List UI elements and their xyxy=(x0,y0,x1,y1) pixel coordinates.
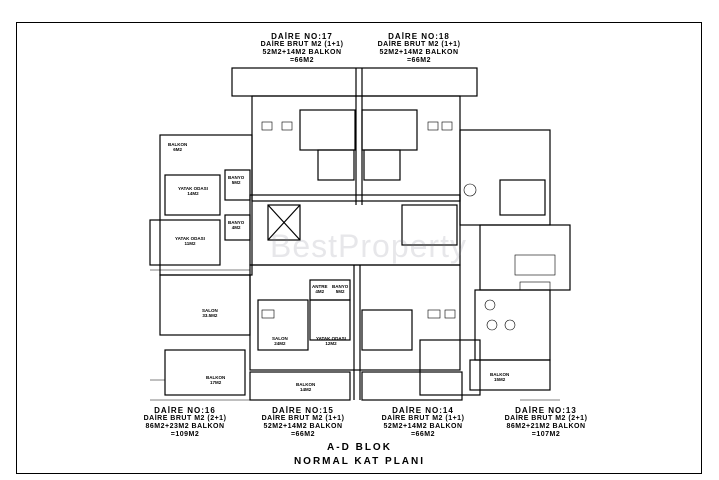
unit-17-total: =66M2 xyxy=(289,57,315,65)
unit-18-no: DAİRE NO:18 xyxy=(388,32,450,41)
room-area: 15M2 xyxy=(493,377,506,383)
unit-18-total: =66M2 xyxy=(406,57,432,65)
room-area: 24M2 xyxy=(274,341,286,347)
room-area: 33.5M2 xyxy=(202,313,218,319)
unit-14-label: DAİRE NO:14 DAİRE BRUT M2 (1+1) 52M2+14M… xyxy=(368,406,478,439)
unit-15-area: 52M2+14M2 BALKON xyxy=(263,423,343,431)
unit-17-no: DAİRE NO:17 xyxy=(271,32,333,41)
unit-13-total: =107M2 xyxy=(531,431,561,439)
unit-14-brut: DAİRE BRUT M2 (1+1) xyxy=(381,415,465,423)
room-name: YATAK ODASI xyxy=(178,186,208,191)
unit-18-brut: DAİRE BRUT M2 (1+1) xyxy=(377,41,461,49)
plan-title-floor: NORMAL KAT PLANI xyxy=(293,456,426,467)
unit-13-label: DAİRE NO:13 DAİRE BRUT M2 (2+1) 86M2+21M… xyxy=(490,406,602,439)
unit-17-brut: DAİRE BRUT M2 (1+1) xyxy=(260,41,344,49)
room-name: SALON xyxy=(272,336,288,341)
unit-15-total: =66M2 xyxy=(290,431,316,439)
room-area: 5M2 xyxy=(335,289,345,295)
unit-13-brut: DAİRE BRUT M2 (2+1) xyxy=(504,415,588,423)
room-name: BANYO xyxy=(332,284,349,289)
room-area: 6M2 xyxy=(173,147,182,153)
room-name: YATAK ODASI xyxy=(175,236,205,241)
unit-15-label: DAİRE NO:15 DAİRE BRUT M2 (1+1) 52M2+14M… xyxy=(248,406,358,439)
room-area: 11M2 xyxy=(184,241,196,247)
room-name: BALKON xyxy=(206,375,226,380)
unit-16-area: 86M2+23M2 BALKON xyxy=(145,423,225,431)
room-name: ANTRE xyxy=(312,284,328,289)
room-area: 14M2 xyxy=(299,387,312,393)
room-name: YATAK ODASI xyxy=(316,336,346,341)
unit-16-label: DAİRE NO:16 DAİRE BRUT M2 (2+1) 86M2+23M… xyxy=(130,406,240,439)
unit-16-no: DAİRE NO:16 xyxy=(154,406,216,415)
unit-14-no: DAİRE NO:14 xyxy=(392,406,454,415)
unit-16-brut: DAİRE BRUT M2 (2+1) xyxy=(143,415,227,423)
room-name: BALKON xyxy=(490,372,510,377)
room-area: 17M2 xyxy=(209,380,222,386)
room-name: BANYO xyxy=(228,175,245,180)
room-area: 5M2 xyxy=(231,180,241,186)
room-name: BALKON xyxy=(168,142,188,147)
unit-14-area: 52M2+14M2 BALKON xyxy=(383,423,463,431)
unit-18-area: 52M2+14M2 BALKON xyxy=(379,49,459,57)
plan-title: A-D BLOK NORMAL KAT PLANI xyxy=(0,442,719,467)
unit-16-total: =109M2 xyxy=(170,431,200,439)
unit-17-label: DAİRE NO:17 DAİRE BRUT M2 (1+1) 52M2+14M… xyxy=(247,32,357,65)
room-area: 12M2 xyxy=(325,341,337,347)
unit-14-total: =66M2 xyxy=(410,431,436,439)
unit-18-label: DAİRE NO:18 DAİRE BRUT M2 (1+1) 52M2+14M… xyxy=(364,32,474,65)
room-area: 4M2 xyxy=(231,225,241,231)
room-name: SALON xyxy=(202,308,218,313)
unit-17-area: 52M2+14M2 BALKON xyxy=(262,49,342,57)
room-name: BANYO xyxy=(228,220,245,225)
room-area: 4M2 xyxy=(315,289,325,295)
drawing-frame xyxy=(16,22,702,474)
unit-15-no: DAİRE NO:15 xyxy=(272,406,334,415)
unit-15-brut: DAİRE BRUT M2 (1+1) xyxy=(261,415,345,423)
room-name: BALKON xyxy=(296,382,316,387)
room-area: 14M2 xyxy=(187,191,199,197)
watermark-text: BestProperty xyxy=(270,228,467,264)
plan-title-block: A-D BLOK xyxy=(327,442,392,453)
unit-13-no: DAİRE NO:13 xyxy=(515,406,577,415)
unit-13-area: 86M2+21M2 BALKON xyxy=(506,423,586,431)
